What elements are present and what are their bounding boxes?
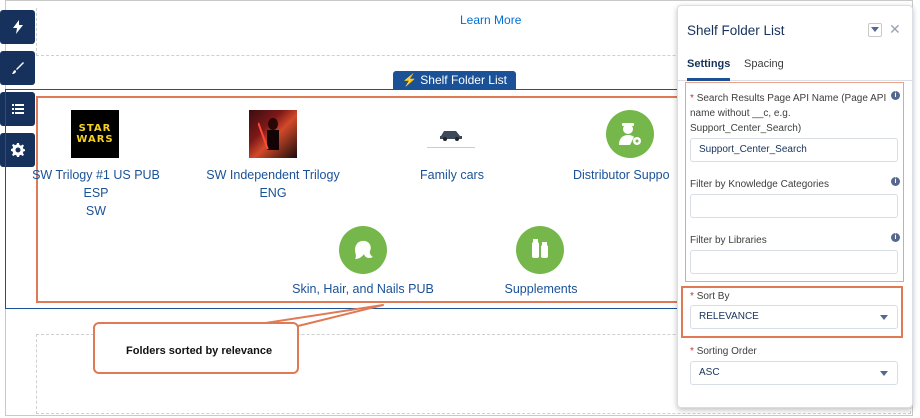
car-icon (440, 130, 462, 141)
folder-image-supplements[interactable] (516, 226, 564, 274)
info-icon[interactable]: i (891, 233, 900, 242)
learn-more-link[interactable]: Learn More (460, 13, 522, 27)
tab-settings[interactable]: Settings (687, 54, 731, 81)
knowledge-categories-label: Filter by Knowledge Categories (690, 179, 829, 190)
image-divider (427, 146, 475, 148)
panel-menu-button[interactable] (868, 23, 882, 37)
close-icon[interactable]: ✕ (889, 21, 901, 37)
tab-spacing[interactable]: Spacing (744, 58, 784, 70)
folder-item[interactable]: Skin, Hair, and Nails PUB (288, 280, 438, 298)
folder-item[interactable]: SW Independent Trilogy ENG (200, 166, 346, 202)
folder-label: Supplements (504, 282, 578, 296)
libraries-label: Filter by Libraries (690, 235, 767, 246)
hair-icon (355, 240, 373, 259)
sort-by-label: * Sort By (690, 289, 890, 304)
sorting-order-value: ASC (699, 367, 720, 378)
lightning-button[interactable] (0, 10, 35, 44)
sorting-order-label-text: Sorting Order (696, 346, 757, 357)
sort-by-value: RELEVANCE (699, 311, 759, 322)
filter-fields-highlight (685, 82, 904, 282)
sort-by-highlight (681, 286, 903, 338)
brush-icon (11, 62, 24, 74)
info-icon[interactable]: i (891, 177, 900, 186)
folder-label: Distributor Suppo (573, 168, 670, 182)
annotation-callout (93, 322, 299, 374)
gear-icon (10, 143, 25, 157)
required-marker: * (690, 93, 694, 104)
distributor-support-icon (619, 123, 641, 145)
panel-title: Shelf Folder List (687, 23, 785, 38)
brush-button[interactable] (0, 51, 35, 85)
sort-by-label-text: Sort By (696, 291, 730, 302)
folder-label: SW (85, 204, 107, 218)
folder-label: SW Trilogy #1 US PUB ESP (32, 168, 160, 200)
folder-label: ENG (259, 186, 287, 200)
folder-image-skin-hair[interactable] (339, 226, 387, 274)
chevron-down-icon (880, 371, 888, 376)
search-page-input[interactable]: Support_Center_Search (690, 138, 898, 162)
panel-tabs: Settings Spacing (678, 54, 912, 81)
folder-image-family-cars[interactable] (427, 120, 475, 156)
folder-label: Skin, Hair, and Nails PUB (292, 282, 434, 296)
search-page-label-line1: Search Results Page API Name (Page API (696, 93, 887, 104)
chevron-down-icon (880, 315, 888, 320)
folder-label: Family cars (420, 168, 484, 182)
property-panel: Shelf Folder List ✕ Settings Spacing * S… (677, 5, 913, 408)
sorting-order-label: * Sorting Order (690, 344, 890, 359)
search-page-label: * Search Results Page API Name (Page API… (690, 91, 890, 136)
search-page-label-line3: Support_Center_Search) (690, 123, 802, 134)
folder-image-distributor[interactable] (606, 110, 654, 158)
star-wars-logo-text: WARS (76, 134, 114, 145)
search-page-label-line2: name without __c, e.g. (690, 108, 791, 119)
lightning-icon (12, 20, 23, 34)
knowledge-categories-input[interactable] (690, 194, 898, 218)
folder-label: SW Independent Trilogy (206, 168, 340, 182)
folder-image-star-wars[interactable]: STAR WARS (71, 110, 119, 158)
component-label-tab[interactable]: ⚡ Shelf Folder List (393, 71, 516, 90)
libraries-input[interactable] (690, 250, 898, 274)
required-marker: * (690, 291, 694, 302)
list-icon (11, 104, 24, 114)
supplements-icon (532, 239, 548, 258)
sorting-order-select[interactable]: ASC (690, 361, 898, 385)
callout-text: Folders sorted by relevance (126, 345, 273, 357)
folder-item[interactable]: Distributor Suppo (573, 166, 679, 184)
folder-item[interactable]: SW Trilogy #1 US PUB ESP SW (20, 166, 172, 220)
folder-item[interactable]: Family cars (405, 166, 499, 184)
movie-poster-figures (258, 118, 279, 150)
info-icon[interactable]: i (891, 91, 900, 100)
folder-image-trilogy[interactable] (249, 110, 297, 158)
folder-item[interactable]: Supplements (495, 280, 587, 298)
sort-by-select[interactable]: RELEVANCE (690, 305, 898, 329)
chevron-down-icon (871, 27, 879, 32)
star-wars-logo-text: STAR (78, 123, 112, 134)
required-marker: * (690, 346, 694, 357)
